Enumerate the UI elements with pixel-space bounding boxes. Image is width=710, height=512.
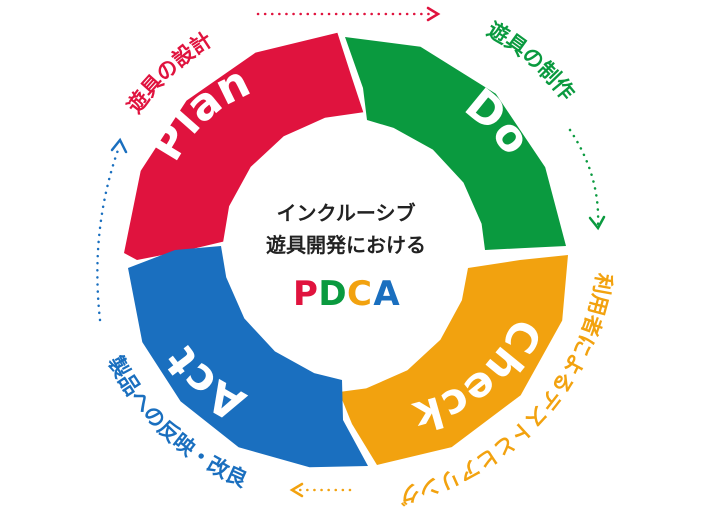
act-segment — [128, 246, 368, 468]
do-to-check-arrowhead — [588, 215, 606, 231]
plan-to-do-arrowhead — [426, 6, 441, 22]
act-to-plan-dotted-arrow — [96, 148, 120, 322]
pdca-letter-c: C — [347, 274, 372, 314]
do-to-check-dotted-arrow — [568, 128, 600, 227]
plan-segment — [124, 32, 364, 260]
do-segment — [345, 37, 566, 250]
check-segment — [339, 255, 568, 465]
pdca-letter-p: P — [293, 274, 318, 314]
act-to-plan-arrowhead — [110, 137, 128, 154]
pdca-letter-a: A — [373, 274, 400, 314]
check-to-act-arrowhead — [289, 482, 304, 498]
center-title-line1: インクルーシブ — [277, 201, 416, 225]
pdca-letter-d: D — [318, 274, 346, 314]
center-title-line2: 遊具開発における — [266, 233, 426, 257]
